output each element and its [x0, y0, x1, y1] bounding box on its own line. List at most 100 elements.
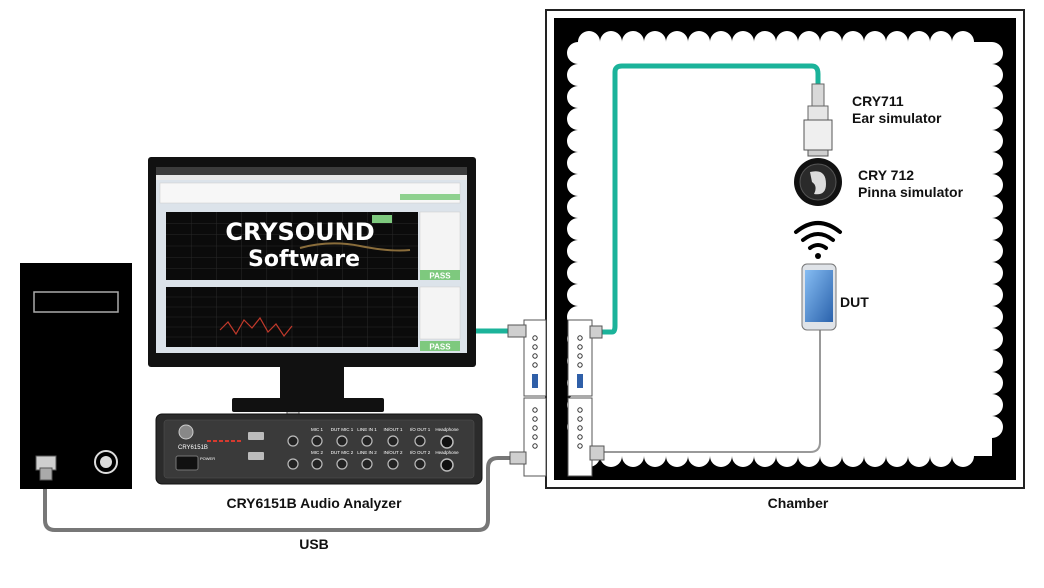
panel-port [577, 344, 583, 350]
pc-power-button-ring [94, 450, 118, 474]
scallop-top [688, 31, 710, 53]
scallop-right [981, 262, 1003, 284]
scallop-right [981, 218, 1003, 240]
label-analyzer: CRY6151B Audio Analyzer [226, 495, 402, 511]
analyzer-power-label: POWER [200, 456, 215, 461]
analyzer-power-switch[interactable] [175, 455, 199, 471]
dut-phone [801, 263, 837, 331]
analyzer-headphone-label-bottom: Headphone [435, 450, 459, 455]
panel-port [577, 407, 583, 413]
plug-inner-audio [589, 325, 603, 339]
analyzer-logo [178, 424, 194, 440]
scallop-top [776, 31, 798, 53]
analyzer-bnc-jack [336, 435, 348, 447]
scallop-bottom [798, 445, 820, 467]
scallop-top [710, 31, 732, 53]
scallop-left [567, 130, 589, 152]
scallop-top [908, 31, 930, 53]
panel-serial-port [532, 374, 538, 388]
monitor: PASS PASS CRYSOUND Software [148, 157, 476, 412]
scallop-top [732, 31, 754, 53]
scallop-right [981, 174, 1003, 196]
scallop-bottom [952, 445, 974, 467]
scallop-bottom [754, 445, 776, 467]
scallop-bottom [732, 445, 754, 467]
monitor-stand-base [232, 398, 384, 412]
graph-top-grid [166, 212, 418, 280]
wifi-icon [794, 221, 842, 259]
analyzer-usb-port [248, 432, 264, 440]
chamber [545, 9, 1025, 489]
analyzer-led [237, 440, 241, 442]
monitor-neck [280, 367, 344, 399]
pass-badge-top [420, 270, 460, 280]
analyzer-bnc-jack [311, 458, 323, 470]
analyzer-headphone-jack-2 [440, 458, 454, 472]
analyzer-top-label-3: IN/OUT 1 [384, 427, 403, 432]
scallop-left [567, 284, 589, 306]
graph-top-badge [372, 215, 392, 223]
analyzer-bnc-jack [387, 458, 399, 470]
pass-badge-bottom [420, 341, 460, 351]
scallop-top [622, 31, 644, 53]
pinna-simulator [794, 158, 842, 206]
scallop-right [981, 328, 1003, 350]
scallop-right [981, 152, 1003, 174]
analyzer-headphone-jack-1 [440, 435, 454, 449]
panel-port [532, 344, 538, 350]
scallop-bottom [600, 445, 622, 467]
pc-power-button [100, 456, 112, 468]
scallop-top [820, 31, 842, 53]
labels: CRY711 Ear simulator CRY 712 Pinna simul… [226, 93, 963, 552]
scallop-bottom [776, 445, 798, 467]
scallop-bottom [820, 445, 842, 467]
ear-sim-base [807, 149, 829, 157]
label-chamber: Chamber [768, 495, 829, 511]
analyzer-headphone-label-top: Headphone [435, 427, 459, 432]
scallop-left [567, 262, 589, 284]
analyzer-bottom-label-0: MIC 2 [311, 450, 323, 455]
panel-port [577, 362, 583, 368]
analyzer-bnc-jack [361, 458, 373, 470]
scallop-bottom [886, 445, 908, 467]
analyzer-led [231, 440, 235, 442]
audio-analyzer: CRY6151B POWER MIC 1 DUT MIC 1 LINE IN 1… [155, 413, 483, 485]
usb-cable [43, 456, 514, 532]
scallop-left [567, 174, 589, 196]
scallop-top [952, 31, 974, 53]
scallop-right [981, 108, 1003, 130]
panel-port [532, 362, 538, 368]
scallop-right [981, 416, 1003, 438]
scallop-right [981, 196, 1003, 218]
panel-port [532, 425, 538, 431]
analyzer-bnc-jack [336, 458, 348, 470]
scallop-top [864, 31, 886, 53]
audio-cable-inner [595, 63, 821, 335]
panel-serial-port [577, 374, 583, 388]
scallop-bottom [710, 445, 732, 467]
graph-bottom-noise [219, 316, 293, 338]
graph-bottom-side-panel [419, 286, 461, 340]
plug-outer-usb [509, 451, 527, 465]
panel-port [532, 407, 538, 413]
graph-top-side-panel [419, 211, 461, 273]
phone-screen-gradient [805, 270, 833, 322]
scallop-left [567, 86, 589, 108]
scallop-bottom [908, 445, 930, 467]
ear-sim-connector [811, 83, 825, 107]
chamber-cavity [567, 31, 1003, 467]
ear-sim-body [803, 119, 833, 151]
analyzer-top-label-1: DUT MIC 1 [331, 427, 354, 432]
pass-label-bottom: PASS [429, 343, 451, 352]
plug-inner-dut [589, 445, 605, 461]
scallop-top [842, 31, 864, 53]
label-pinna-simulator-model: CRY 712 [858, 167, 914, 183]
graph-top-curve [299, 242, 411, 252]
scallop-left [567, 196, 589, 218]
label-ear-simulator-name: Ear simulator [852, 110, 942, 126]
panel-port [577, 353, 583, 359]
graph-bottom-grid [166, 287, 418, 347]
scallop-left [567, 152, 589, 174]
scallop-bottom [842, 445, 864, 467]
